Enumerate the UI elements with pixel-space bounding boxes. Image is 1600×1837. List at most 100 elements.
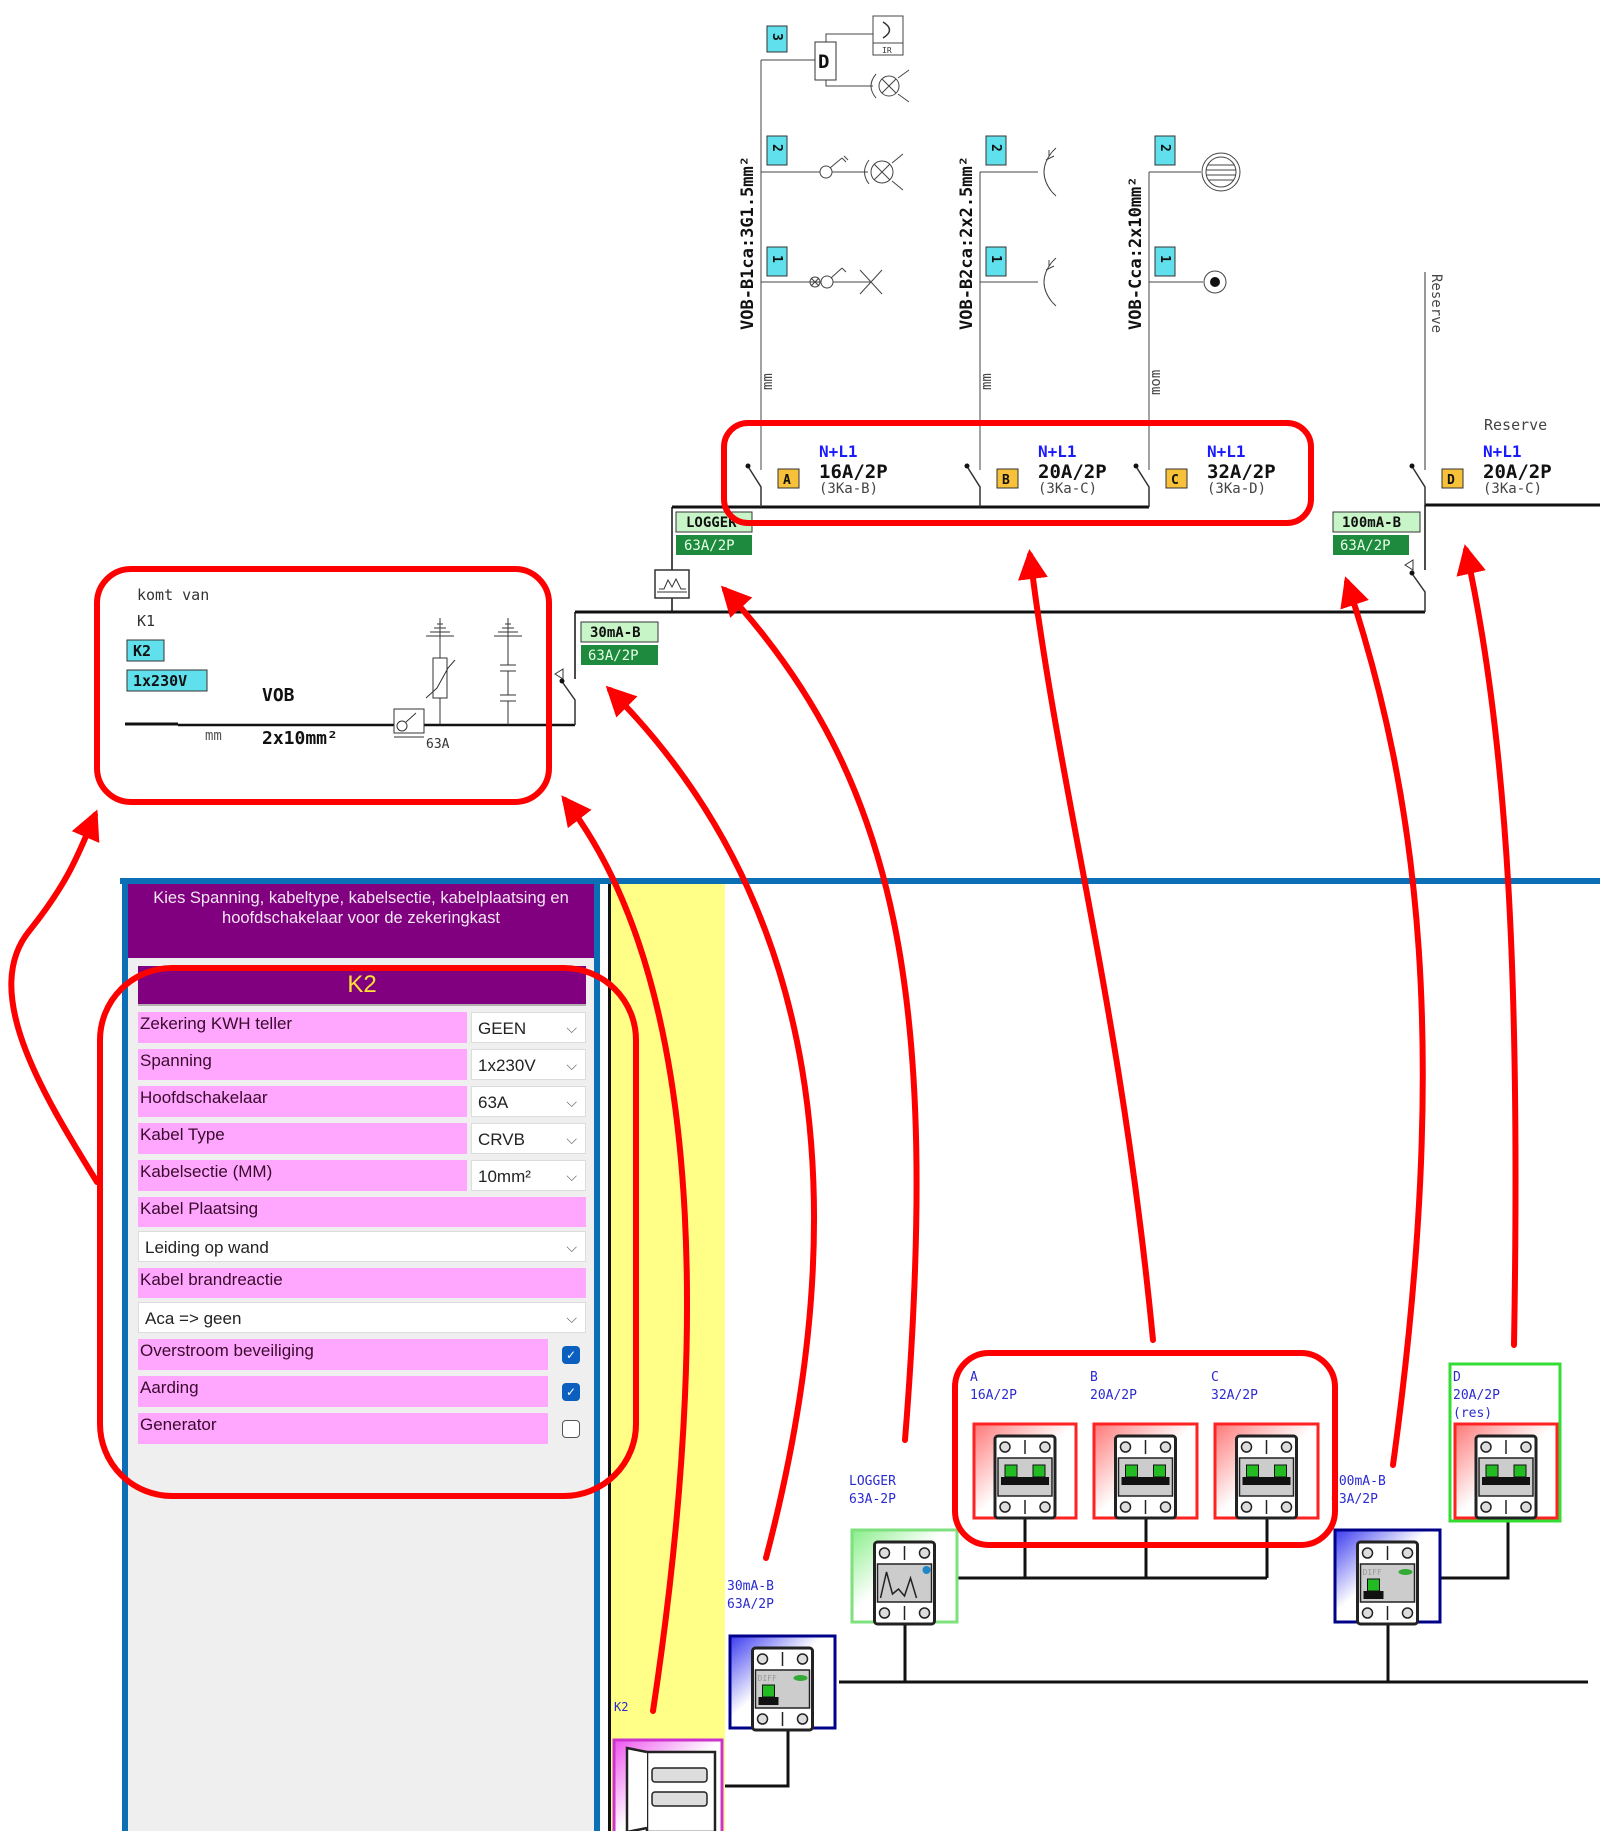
cable-type-label: VOB xyxy=(262,685,295,706)
rcd30-sens: 30mA-B xyxy=(590,625,641,641)
svg-text:1: 1 xyxy=(988,255,1003,263)
point-tag-a1: 1 xyxy=(766,246,788,277)
circuit-rating: 16A/2P xyxy=(819,461,888,483)
builder-logger-tile[interactable] xyxy=(850,1528,959,1626)
svg-text:1: 1 xyxy=(769,255,784,263)
switch-lamp-icon xyxy=(819,153,904,191)
circuit-tag xyxy=(1441,468,1464,489)
from-value: K1 xyxy=(137,612,155,630)
arrow-rcd30 xyxy=(605,685,817,1561)
circuit-breaking-capacity: (3Ka-C) xyxy=(1483,481,1542,497)
logger-rating: 63A/2P xyxy=(684,538,735,554)
point-tag-a3: 3 xyxy=(766,25,788,53)
reserve-vertical-label: Reserve xyxy=(1428,274,1444,333)
builder-rcd30-label: 30mA-B 63A/2P xyxy=(727,1579,774,1612)
rcd30-sens-tag xyxy=(580,621,659,643)
mcb-module-icon xyxy=(1474,1434,1538,1520)
builder-b-label: B 20A/2P xyxy=(1090,1370,1137,1403)
field-label: Spanning xyxy=(138,1049,467,1080)
select-value: CRVB xyxy=(478,1130,525,1149)
svg-text:1: 1 xyxy=(1157,255,1172,263)
rcd-100ma-section: 100mA-B 63A/2P xyxy=(1332,503,1600,612)
circuit-tag-text: A xyxy=(783,473,791,488)
cable-section-label: 2x10mm² xyxy=(262,728,338,749)
chevron-down-icon: ⌵ xyxy=(566,1239,577,1255)
circuit-tag xyxy=(777,468,800,489)
single-outlet-icon xyxy=(1203,270,1227,294)
builder-rcd100-tile[interactable]: DIFF xyxy=(1333,1528,1442,1626)
overcurrent-checkbox[interactable]: ✓ xyxy=(562,1345,580,1364)
point-tag-c2: 2 xyxy=(1154,135,1176,166)
kwh-fuse-select[interactable]: GEEN⌵ xyxy=(471,1012,586,1043)
highlight-config xyxy=(97,965,639,1499)
point-tag-c1: 1 xyxy=(1154,246,1176,277)
rcd100-sens: 100mA-B xyxy=(1342,515,1401,531)
arrow-rcd100 xyxy=(1340,576,1426,1468)
highlight-circuits xyxy=(721,420,1314,526)
builder-rcd30-tile[interactable]: DIFF xyxy=(728,1634,837,1732)
logger-sens: LOGGER xyxy=(686,515,737,531)
circuit-tag-text: B xyxy=(1002,473,1010,488)
rcd100-rating: 63A/2P xyxy=(1340,538,1391,554)
lamp-spot-icon xyxy=(870,69,910,103)
builder-breaker-d-tile[interactable] xyxy=(1448,1362,1562,1523)
select-value: Aca => geen xyxy=(145,1309,242,1328)
earthing-checkbox[interactable]: ✓ xyxy=(562,1382,580,1401)
svg-text:D: D xyxy=(818,51,829,73)
arrow-reserve xyxy=(1456,544,1519,1348)
circuit-tag xyxy=(996,468,1019,489)
point-tag-a2: 2 xyxy=(766,135,788,166)
voltage-tag xyxy=(126,669,208,692)
supply-section: komt van K1 K2 1x230V VOB mm 2x10mm² 63A xyxy=(125,586,575,752)
builder-breaker-c-tile[interactable] xyxy=(1213,1422,1320,1520)
main-switch-select[interactable]: 63A⌵ xyxy=(471,1086,586,1117)
check-icon: ✓ xyxy=(565,1384,577,1399)
builder-rcd100-label: 100mA-B 63A/2P xyxy=(1331,1474,1386,1507)
rcd30-rating-tag xyxy=(581,645,658,665)
cable-type-select[interactable]: CRVB⌵ xyxy=(471,1123,586,1154)
rcd30-rating: 63A/2P xyxy=(588,648,639,664)
field-label: Kabelsectie (MM) xyxy=(138,1160,467,1191)
circuit-tag xyxy=(1165,468,1188,489)
arrow-breakers xyxy=(1018,549,1156,1343)
config-panel-header: Kies Spanning, kabeltype, kabelsectie, k… xyxy=(128,884,594,958)
builder-top-border xyxy=(120,878,1600,1837)
point-tag-b2: 2 xyxy=(985,135,1007,166)
chevron-down-icon: ⌵ xyxy=(566,1057,577,1073)
reserve-note: Reserve xyxy=(1484,416,1547,434)
builder-board-k2-tile[interactable] xyxy=(612,1738,724,1831)
chevron-down-icon: ⌵ xyxy=(566,1168,577,1184)
svg-text:3: 3 xyxy=(769,33,784,41)
builder-breaker-a-tile[interactable] xyxy=(972,1422,1078,1520)
check-label: Generator xyxy=(138,1413,548,1444)
builder-logger-label: LOGGER 63A-2P xyxy=(849,1474,896,1507)
rcd-module-icon: DIFF xyxy=(751,1646,814,1732)
circuit-breakers: AN+L116A/2P(3Ka-B)BN+L120A/2P(3Ka-C)CN+L… xyxy=(745,440,1552,507)
circuit-tag-text: C xyxy=(1171,473,1179,488)
circuit-breaking-capacity: (3Ka-B) xyxy=(819,481,878,497)
rcd-30ma-section: 30mA-B 63A/2P xyxy=(554,610,1425,725)
builder-a-label: A 16A/2P xyxy=(970,1370,1017,1403)
circuit-phase: N+L1 xyxy=(1483,442,1522,461)
generator-checkbox[interactable] xyxy=(562,1419,580,1438)
voltage-select[interactable]: 1x230V ⌵ xyxy=(471,1049,586,1080)
chevron-down-icon: ⌵ xyxy=(566,1094,577,1110)
point-tag-b1: 1 xyxy=(985,246,1007,277)
cable-placement-select[interactable]: Leiding op wand ⌵ xyxy=(138,1231,586,1262)
circuit-phase: N+L1 xyxy=(1038,442,1077,461)
check-row-overcurrent: Overstroom beveiliging ✓ xyxy=(138,1339,586,1370)
cable-fire-select[interactable]: Aca => geen⌵ xyxy=(138,1302,586,1333)
select-value: Leiding op wand xyxy=(145,1238,269,1257)
circuit-c-cable: VOB-Cca:2x10mm² xyxy=(1126,176,1146,330)
cable-section-select[interactable]: 10mm²⌵ xyxy=(471,1160,586,1191)
circuit-b-cable: VOB-B2ca:2x2.5mm² xyxy=(957,156,977,330)
surge-protector-icon xyxy=(425,618,456,725)
select-value: 1x230V xyxy=(478,1056,536,1075)
circuit-breaking-capacity: (3Ka-C) xyxy=(1038,481,1097,497)
circuit-phase: N+L1 xyxy=(1207,442,1246,461)
builder-breaker-b-tile[interactable] xyxy=(1092,1422,1199,1520)
